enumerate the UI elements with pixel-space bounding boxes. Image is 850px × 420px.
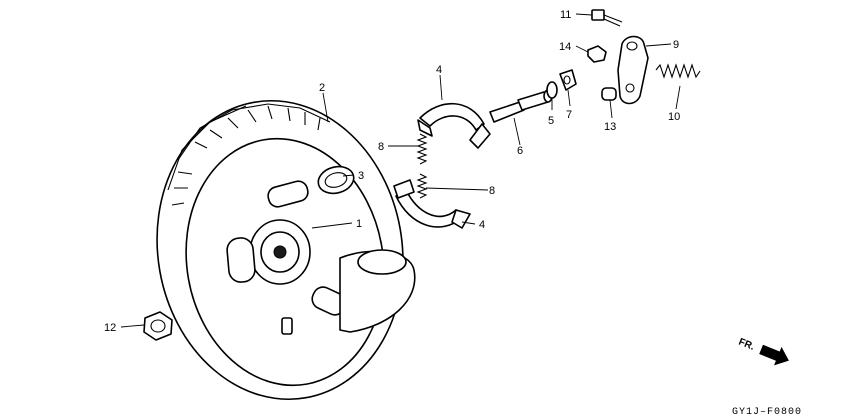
callout-9: 9 [673, 39, 679, 51]
arm-bolt [591, 9, 623, 27]
callout-8-upper: 8 [378, 141, 384, 153]
joint-pin [601, 87, 617, 101]
valve-stem [281, 317, 293, 335]
callout-4-upper: 4 [436, 64, 442, 76]
indicator-plate [559, 69, 577, 91]
brake-cam [489, 89, 553, 123]
spoke-window [267, 180, 309, 208]
tire-tread [167, 103, 331, 206]
drum-opening [357, 249, 407, 275]
callout-7: 7 [566, 109, 572, 121]
callout-numbers: 1 2 3 4 4 5 6 7 8 8 9 10 11 12 13 14 [104, 9, 680, 334]
axle-hole [273, 245, 287, 259]
callout-6: 6 [517, 145, 523, 157]
callout-2: 2 [319, 82, 325, 94]
callout-14: 14 [559, 41, 571, 53]
wheel-assembly [156, 99, 416, 401]
arm-nut [587, 45, 607, 63]
arrow-right-icon [759, 344, 789, 366]
brake-shoe-lower [393, 179, 471, 229]
brake-spring-lower [416, 173, 428, 199]
spoke-window [226, 237, 256, 283]
callout-4-lower: 4 [479, 219, 485, 231]
callout-8-lower: 8 [489, 185, 495, 197]
callout-11: 11 [560, 9, 571, 21]
brake-arm [617, 35, 649, 105]
front-label: FR. [737, 337, 756, 353]
washer-5 [546, 81, 558, 99]
callout-1: 1 [356, 218, 362, 230]
brake-shoe-upper [417, 102, 491, 149]
leader-lines [120, 13, 681, 328]
brake-spring-upper [416, 133, 428, 165]
callout-13: 13 [604, 121, 616, 133]
axle-nut [143, 311, 173, 341]
callout-5: 5 [548, 115, 554, 127]
drawing-code: GY1J–F0800 [732, 407, 802, 418]
callout-12: 12 [104, 322, 116, 334]
front-direction-indicator: FR. [737, 337, 789, 366]
callout-10: 10 [668, 111, 680, 123]
callout-3: 3 [358, 170, 364, 182]
inner-tube-bore [324, 172, 348, 188]
return-spring [655, 63, 701, 79]
